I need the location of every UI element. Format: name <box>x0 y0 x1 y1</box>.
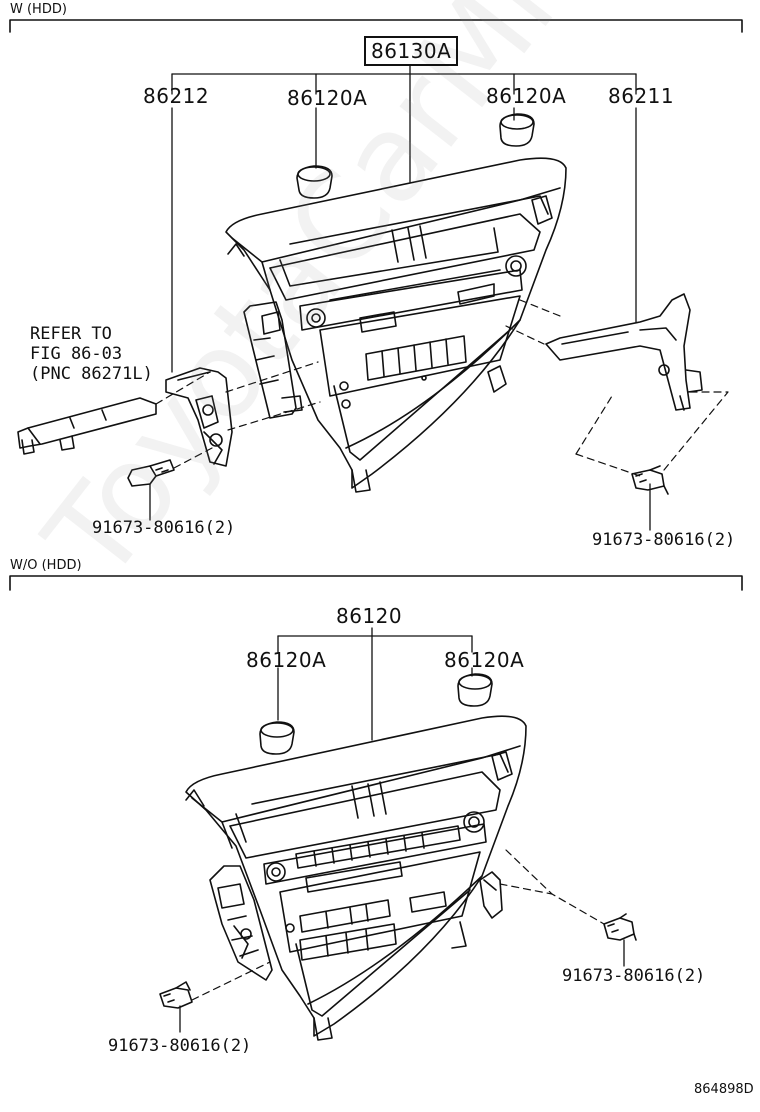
audio-bezel-top <box>225 157 567 493</box>
section-label-without-hdd: W/O (HDD) <box>10 558 82 573</box>
radio-chassis-bottom <box>185 789 273 981</box>
part-number-bolt-top-right: 91673-80616(2) <box>592 530 736 550</box>
knob-top-right <box>499 113 535 147</box>
bolt-top-right <box>631 465 669 495</box>
bolt-bottom-left <box>159 981 193 1009</box>
section-frame-top <box>9 19 743 33</box>
leader-lines-bottom <box>179 627 625 1033</box>
bracket-86212 <box>165 367 233 467</box>
leader-lines-top <box>149 65 651 531</box>
part-number-86120a-top-left: 86120A <box>287 86 368 110</box>
bolt-top-left <box>127 459 175 487</box>
refer-note: REFER TO FIG 86-03 (PNC 86271L) <box>30 324 153 384</box>
audio-bezel-bottom <box>185 715 527 1041</box>
radio-chassis-top <box>227 243 303 419</box>
dashed-lines-top <box>155 299 729 477</box>
bolt-bottom-right <box>603 913 637 941</box>
part-number-86211: 86211 <box>608 84 675 108</box>
knob-bottom-left <box>259 721 295 755</box>
knob-top-left <box>296 165 333 199</box>
dashed-lines-bottom <box>191 849 605 1001</box>
part-number-bolt-top-left: 91673-80616(2) <box>92 518 236 538</box>
knob-bottom-right <box>457 673 493 707</box>
section-frame-bottom <box>9 575 743 591</box>
part-number-86120: 86120 <box>336 604 403 628</box>
part-number-86120a-top-right: 86120A <box>486 84 567 108</box>
part-number-86120a-bottom-left: 86120A <box>246 648 327 672</box>
cable-strip-left <box>17 397 157 455</box>
section-label-with-hdd: W (HDD) <box>10 2 67 17</box>
side-bracket-bottom-right <box>479 871 503 919</box>
part-number-86212: 86212 <box>143 84 210 108</box>
part-number-86130a: 86130A <box>364 36 459 66</box>
part-number-bolt-bottom-left: 91673-80616(2) <box>108 1036 252 1056</box>
bracket-86211 <box>545 293 703 411</box>
figure-id: 864898D <box>694 1082 754 1097</box>
part-number-86120a-bottom-right: 86120A <box>444 648 525 672</box>
part-number-bolt-bottom-right: 91673-80616(2) <box>562 966 706 986</box>
